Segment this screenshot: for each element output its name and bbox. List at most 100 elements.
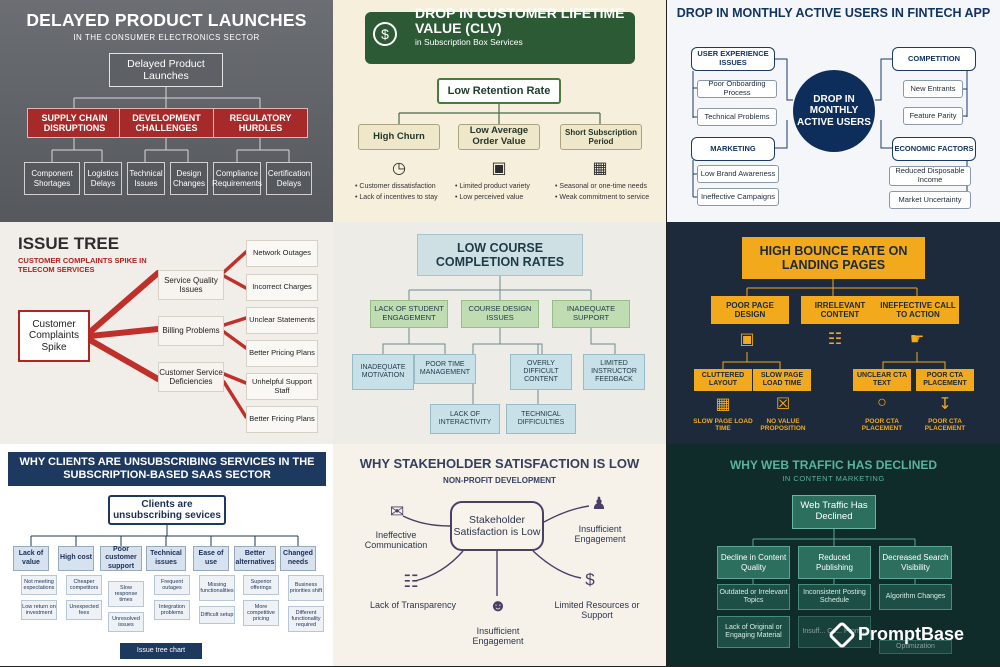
leaf-node: Inconsistent Posting Schedule bbox=[798, 584, 871, 610]
leaf-node: LIMITED INSTRUCTOR FEEDBACK bbox=[583, 354, 645, 390]
bullet-item: • Lack of incentives to stay bbox=[355, 194, 438, 201]
category-node: SUPPLY CHAIN DISRUPTIONS bbox=[27, 108, 122, 138]
leaf-node: Certification Delays bbox=[266, 162, 312, 195]
leaf-node: POOR TIME MANAGEMENT bbox=[414, 354, 476, 384]
category-node: DEVELOPMENT CHALLENGES bbox=[119, 108, 214, 138]
node-label: Insufficient Engagement bbox=[472, 626, 524, 647]
grid-icon: ▦ bbox=[715, 396, 731, 413]
leaf-node: Cheaper competitors bbox=[66, 575, 102, 595]
category-node: POOR PAGE DESIGN bbox=[711, 296, 789, 324]
category-node: ECONOMIC FACTORS bbox=[892, 137, 976, 161]
leaf-node: Low return on investment bbox=[21, 600, 57, 620]
panel-subtitle: NON-PROFIT DEVELOPMENT bbox=[443, 476, 556, 485]
root-node: Low Retention Rate bbox=[437, 78, 561, 104]
bullet-item: • Customer dissatisfaction bbox=[355, 183, 436, 190]
panel-issue-tree-telecom: ISSUE TREE CUSTOMER COMPLAINTS SPIKE IN … bbox=[0, 222, 333, 444]
category-node: Decline in Content Quality bbox=[717, 546, 790, 579]
doc-x-icon: ☒ bbox=[775, 396, 791, 413]
panel-subtitle: in Subscription Box Services bbox=[415, 37, 523, 47]
panel-title: ISSUE TREE bbox=[18, 234, 120, 253]
panel-stakeholder-satisfaction: WHY STAKEHOLDER SATISFACTION IS LOW NON-… bbox=[333, 444, 666, 666]
panel-web-traffic-declined: WHY WEB TRAFFIC HAS DECLINED IN CONTENT … bbox=[667, 444, 1000, 666]
cursor-icon: ☛ bbox=[909, 331, 925, 348]
clock-icon: ◷ bbox=[392, 160, 406, 177]
category-node: Ease of use bbox=[193, 546, 229, 571]
leaf-node: Unclear Statements bbox=[246, 307, 318, 334]
panel-title: DELAYED PRODUCT LAUNCHES bbox=[26, 10, 307, 30]
promptbase-watermark: PromptBase bbox=[827, 620, 965, 649]
category-node: Better alternatives bbox=[234, 546, 276, 571]
category-node: MARKETING bbox=[691, 137, 775, 161]
leaf-node: Optimization bbox=[879, 640, 952, 654]
node-label: Limited Resources or Support bbox=[554, 600, 640, 621]
leaf-node: Better Fricing Plans bbox=[246, 406, 318, 433]
document-icon: ☷ bbox=[827, 331, 843, 348]
leaf-node: Compliance Requirements bbox=[212, 162, 262, 195]
category-node: Changed needs bbox=[280, 546, 316, 571]
category-node: Short Subscription Period bbox=[560, 124, 642, 150]
panel-title: DROP IN MONTHLY ACTIVE USERS IN FINTECH … bbox=[676, 6, 991, 20]
leaf-node: POOR CTA PLACEMENT bbox=[916, 369, 974, 391]
leaf-node: Unexpected fees bbox=[66, 600, 102, 620]
leaf-node: Unhelpful Support Staff bbox=[246, 373, 318, 400]
root-node: HIGH BOUNCE RATE ON LANDING PAGES bbox=[742, 237, 925, 279]
category-node: INADEQUATE SUPPORT bbox=[552, 300, 630, 328]
leaf-node: Missing functionalities bbox=[199, 575, 235, 601]
root-node: Clients are unsubscribing sevices bbox=[108, 495, 226, 525]
panel-title: WHY CLIENTS ARE UNSUBSCRIBING SERVICES I… bbox=[8, 452, 326, 486]
leaf-node: Technical Issues bbox=[127, 162, 165, 195]
category-node: Low Average Order Value bbox=[458, 124, 540, 150]
leaf-node: Logistics Delays bbox=[84, 162, 122, 195]
root-node: Delayed Product Launches bbox=[109, 53, 223, 87]
dollar-icon: $ bbox=[373, 22, 397, 46]
bullet-item: • Limited product variety bbox=[455, 183, 530, 190]
bullet-item: • Weak commitment to service bbox=[555, 194, 650, 201]
leaf-node: Outdated or Irrelevant Topics bbox=[717, 584, 790, 610]
download-icon: ↧ bbox=[938, 396, 952, 413]
document-icon: ☷ bbox=[403, 572, 419, 591]
bullet-item: • Seasonal or one-time needs bbox=[555, 183, 647, 190]
brand-label: PromptBase bbox=[858, 624, 965, 644]
leaf-node: Difficult setup bbox=[199, 606, 235, 624]
category-node: COMPETITION bbox=[892, 47, 976, 71]
category-node: High cost bbox=[58, 546, 94, 571]
panel-title: WHY STAKEHOLDER SATISFACTION IS LOW bbox=[359, 456, 640, 471]
calendar-icon: ▦ bbox=[592, 160, 608, 177]
leaf-node: Network Outages bbox=[246, 240, 318, 267]
leaf-node: Poor Onboarding Process bbox=[697, 80, 777, 98]
bottom-label: POOR CTA PLACEMENT bbox=[924, 418, 966, 433]
category-node: IRRELEVANT CONTENT bbox=[801, 296, 879, 324]
leaf-node: Integration problems bbox=[154, 600, 190, 620]
promptbase-logo-icon bbox=[827, 620, 857, 649]
node-label: Lack of Transparency bbox=[369, 600, 457, 610]
panel-clients-unsubscribing: WHY CLIENTS ARE UNSUBSCRIBING SERVICES I… bbox=[0, 444, 333, 666]
leaf-node: OVERLY DIFFICULT CONTENT bbox=[510, 354, 572, 390]
leaf-node: Design Changes bbox=[170, 162, 208, 195]
leaf-node: Component Shortages bbox=[24, 162, 80, 195]
header-banner bbox=[365, 12, 635, 64]
category-node: Reduced Publishing bbox=[798, 546, 871, 579]
branch-node: Customer Service Deficiencies bbox=[158, 362, 224, 392]
category-node: Technical issues bbox=[146, 546, 186, 571]
monitor-icon: ▣ bbox=[739, 331, 755, 348]
leaf-node: Superior offerings bbox=[243, 575, 279, 595]
root-node: LOW COURSE COMPLETION RATES bbox=[417, 234, 583, 276]
leaf-node: INADEQUATE MOTIVATION bbox=[352, 354, 414, 390]
panel-subtitle: CUSTOMER COMPLAINTS SPIKE IN TELECOM SER… bbox=[18, 256, 147, 274]
person-icon: ☻ bbox=[489, 596, 507, 615]
leaf-node: Frequent outages bbox=[154, 575, 190, 595]
chat-icon: ○ bbox=[877, 394, 887, 411]
footer-label: Issue tree chart bbox=[120, 643, 202, 659]
category-node: Poor customer support bbox=[100, 546, 142, 571]
leaf-node: New Entrants bbox=[903, 80, 963, 98]
leaf-node: UNCLEAR CTA TEXT bbox=[853, 369, 911, 391]
root-node: Customer Complaints Spike bbox=[18, 310, 90, 362]
leaf-node: Unresolved issues bbox=[108, 612, 144, 632]
category-node: REGULATORY HURDLES bbox=[213, 108, 308, 138]
leaf-node: TECHNICAL DIFFICULTIES bbox=[506, 404, 576, 434]
leaf-node: Ineffective Campaigns bbox=[697, 188, 779, 206]
money-icon: $ bbox=[585, 570, 595, 589]
category-node: Lack of value bbox=[13, 546, 49, 571]
category-node: USER EXPERIENCE ISSUES bbox=[691, 47, 775, 71]
